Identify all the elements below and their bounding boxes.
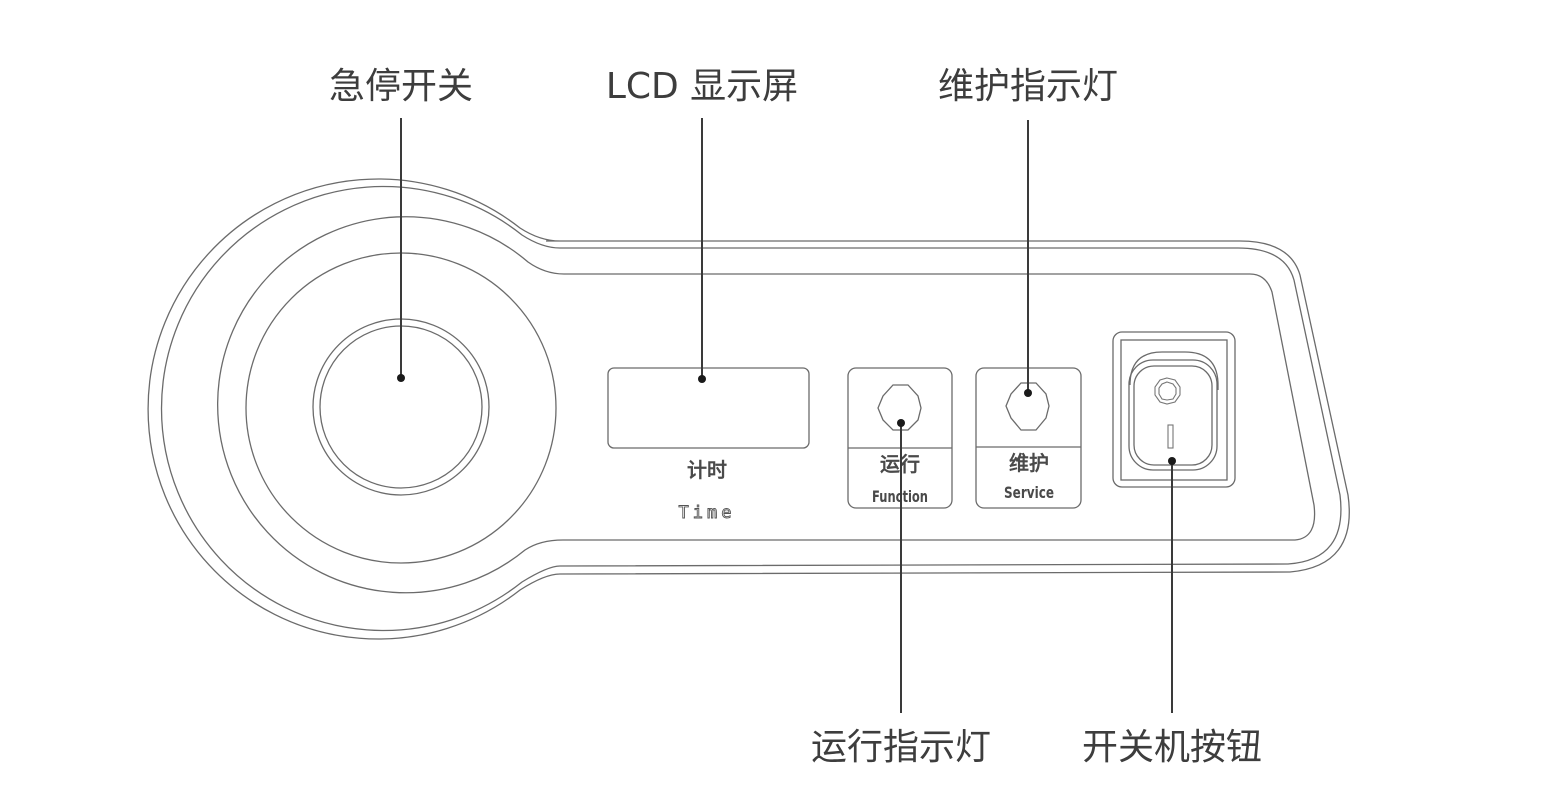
anchor-dot-power [1168, 457, 1176, 465]
panel-outline-inner [217, 216, 1316, 594]
power-switch-rocker-outer [1128, 359, 1218, 471]
callout-labels: 急停开关 LCD 显示屏 维护指示灯 运行指示灯 开关机按钮 [329, 66, 1262, 768]
anchor-dot-emergency-stop [397, 374, 405, 382]
anchor-dot-lcd [698, 375, 706, 383]
panel-outline-middle [160, 185, 1342, 632]
power-switch-led-inner [1158, 381, 1177, 401]
power-switch-frame [1120, 339, 1228, 481]
power-switch-rocker-inner [1133, 365, 1213, 466]
power-switch-rocker-top [1129, 351, 1219, 390]
timer-label-en: Time [679, 503, 736, 523]
leader-lines [397, 118, 1176, 713]
anchor-dot-service [1024, 389, 1032, 397]
callout-lcd-display: LCD 显示屏 [606, 66, 798, 107]
lcd-display: 计时 Time [607, 367, 810, 523]
function-lamp-icon [877, 384, 922, 431]
power-switch-led-icon [1154, 377, 1181, 405]
power-switch-bezel [1112, 331, 1236, 488]
callout-power-switch: 开关机按钮 [1082, 727, 1262, 768]
timer-label-cn: 计时 [687, 458, 727, 482]
power-on-symbol-icon [1167, 424, 1174, 449]
power-switch[interactable] [1112, 331, 1236, 488]
service-lamp-icon [1005, 382, 1050, 431]
callout-emergency-stop: 急停开关 [329, 66, 473, 107]
anchor-dot-function [897, 419, 905, 427]
callout-service-indicator: 维护指示灯 [938, 66, 1118, 107]
lcd-screen [607, 367, 810, 449]
panel-outline-outer [147, 178, 1350, 640]
panel-body [147, 178, 1350, 640]
callout-function-indicator: 运行指示灯 [811, 727, 991, 768]
service-label-en: Service [1004, 483, 1054, 502]
service-label-cn: 维护 [1009, 451, 1049, 475]
